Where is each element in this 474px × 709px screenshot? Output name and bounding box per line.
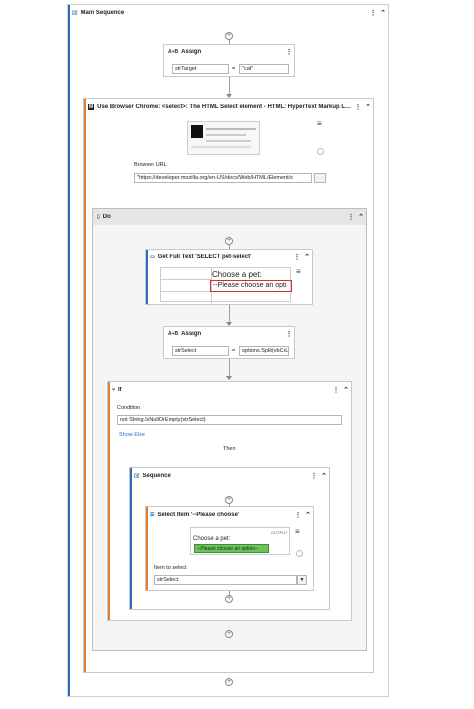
preview-badge: OUTPUT	[271, 530, 288, 535]
dropdown-arrow-icon[interactable]: ▼	[297, 575, 307, 585]
add-activity-button[interactable]: +	[225, 496, 233, 504]
item-to-select-label: Item to select	[154, 565, 187, 571]
assign-to-field[interactable]: strTarget	[172, 64, 229, 74]
do-title: Do	[102, 214, 111, 220]
more-options-icon[interactable]: ⋮	[332, 386, 340, 394]
assign-to-field[interactable]: strSelect	[172, 346, 229, 356]
browser-url-label: Browser URL	[134, 162, 167, 168]
sequence-icon: ▯▯	[72, 10, 78, 16]
select-item-title: Select Item '--Please choose'	[157, 511, 240, 518]
collapse-icon[interactable]: ⌃	[305, 511, 311, 519]
assign-title: Assign	[181, 48, 202, 55]
more-options-icon[interactable]: ⋮	[310, 472, 318, 480]
collapse-icon[interactable]: ⌃	[358, 214, 364, 221]
preview-select: --Please choose an option--	[194, 544, 269, 553]
condition-field[interactable]: not String.IsNullOrEmpty(strSelect)	[117, 415, 342, 425]
add-activity-button[interactable]: +	[225, 630, 233, 638]
assign-value-field[interactable]: options.Split(vbCrL	[239, 346, 289, 356]
then-label: Then	[223, 446, 236, 452]
assign-icon: A+B	[168, 48, 179, 55]
add-activity-button[interactable]: +	[225, 32, 233, 40]
element-preview: Choose a pet: OUTPUT --Please choose an …	[190, 527, 290, 555]
collapse-icon[interactable]: ⌃	[380, 10, 386, 17]
assign-icon: A+B	[168, 330, 179, 337]
zoom-icon[interactable]	[317, 148, 324, 155]
assign-value-field[interactable]: "cat"	[239, 64, 289, 74]
menu-icon[interactable]: ≡	[295, 527, 300, 536]
select-item-icon: ☰	[150, 511, 155, 518]
menu-icon[interactable]: ≡	[317, 119, 322, 128]
do-icon: ▯	[97, 214, 100, 220]
collapse-icon[interactable]: ⌃	[321, 472, 327, 480]
more-options-icon[interactable]: ⋮	[285, 48, 293, 56]
equals-sign: =	[232, 348, 236, 354]
element-preview: Choose a pet: --Please choose an opti	[160, 267, 292, 303]
select-item-activity[interactable]: ☰ Select Item '--Please choose' ⋮ ⌃ Choo…	[145, 506, 314, 591]
get-text-title: Get Full Text 'SELECT pet-select'	[157, 253, 252, 260]
add-activity-button[interactable]: +	[225, 237, 233, 245]
assign-activity[interactable]: A+B Assign ⋮ strTarget = "cat"	[163, 44, 295, 77]
more-options-icon[interactable]: ⋮	[347, 214, 355, 221]
assign-activity[interactable]: A+B Assign ⋮ strSelect = options.Split(v…	[163, 326, 295, 359]
more-options-icon[interactable]: ⋮	[294, 511, 302, 519]
if-title: If	[118, 386, 122, 393]
collapse-icon[interactable]: ⌃	[365, 103, 371, 111]
get-full-text-activity[interactable]: ▭ Get Full Text 'SELECT pet-select' ⋮ ⌃ …	[145, 249, 313, 305]
more-options-icon[interactable]: ⋮	[354, 103, 362, 111]
equals-sign: =	[232, 66, 236, 72]
more-options-icon[interactable]: ⋮	[285, 330, 293, 338]
main-sequence-title: Main Sequence	[80, 10, 125, 16]
condition-label: Condition	[117, 405, 141, 411]
zoom-icon[interactable]	[296, 550, 303, 557]
menu-icon[interactable]: ≡	[296, 267, 301, 276]
preview-label: Choose a pet:	[212, 270, 262, 279]
sequence-title: Sequence	[142, 472, 171, 479]
item-to-select-field[interactable]: strSelect	[154, 575, 297, 585]
use-browser-title: Use Browser Chrome: <select>: The HTML S…	[97, 103, 353, 110]
browser-screenshot-thumbnail	[187, 121, 260, 155]
main-sequence-header[interactable]: ▯▯ Main Sequence ⋮ ⌃	[68, 5, 388, 21]
add-activity-button[interactable]: +	[225, 595, 233, 603]
assign-title: Assign	[181, 330, 202, 337]
preview-label: Choose a pet:	[193, 536, 231, 542]
browse-url-icon[interactable]	[314, 173, 326, 183]
collapse-icon[interactable]: ⌃	[304, 253, 310, 261]
sequence-icon: ▯▯	[134, 472, 140, 479]
preview-select: --Please choose an opti	[210, 280, 292, 292]
browser-url-field[interactable]: "https://developer.mozilla.org/en-US/doc…	[134, 173, 312, 183]
if-icon: ⑂	[112, 386, 116, 393]
add-activity-button[interactable]: +	[225, 678, 233, 686]
more-options-icon[interactable]: ⋮	[293, 253, 301, 261]
more-options-icon[interactable]: ⋮	[369, 10, 377, 17]
get-text-icon: ▭	[150, 253, 155, 260]
browser-icon: M	[88, 103, 95, 110]
collapse-icon[interactable]: ⌃	[343, 386, 349, 394]
show-else-link[interactable]: Show Else	[119, 432, 145, 438]
